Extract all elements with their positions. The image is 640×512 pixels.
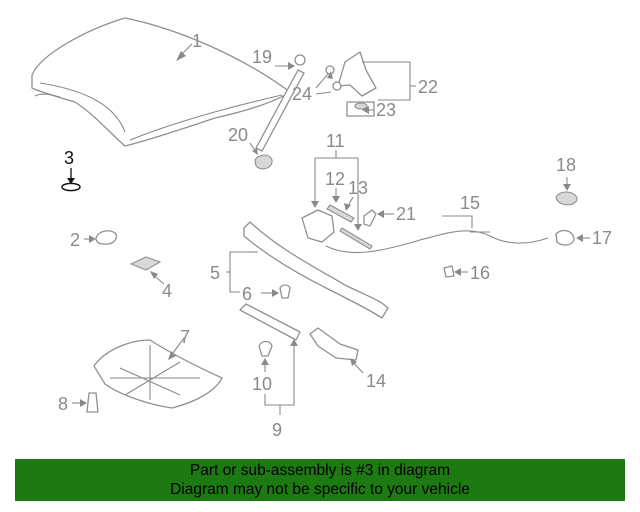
callout-22: 22 [418,77,438,97]
callout-4: 4 [162,281,172,301]
callout-16: 16 [470,263,490,283]
callout-18: 18 [556,155,576,175]
exploded-parts-diagram: 1 3 2 4 7 8 19 [31,17,612,440]
part-15-cable [325,230,549,254]
banner-line-part: Part or sub-assembly is #3 in diagram [189,462,451,479]
callout-20: 20 [228,125,248,145]
callout-3: 3 [64,148,74,168]
part-12-spring [326,204,355,223]
callout-17: 17 [592,228,612,248]
part-14-latch-support [309,327,359,361]
part-19-strut [255,69,305,152]
callout-6: 6 [242,284,252,304]
part-22-hinge [337,51,377,97]
part-17-handle [555,229,575,246]
callout-1: 1 [192,31,202,51]
part-3-grommet [61,182,81,192]
callout-15: 15 [460,193,480,213]
callout-10: 10 [252,374,272,394]
part-10-clip [258,340,273,357]
callout-19: 19 [252,47,272,67]
part-7-insulator [93,339,223,409]
callout-12: 12 [325,169,345,189]
part-9-seal [239,303,301,341]
part-4-pad [129,256,162,271]
callout-8: 8 [58,394,68,414]
callout-2: 2 [70,230,80,250]
part-5-support [243,221,389,319]
callout-21: 21 [396,204,416,224]
callout-13: 13 [348,178,368,198]
part-16-clip [443,265,455,278]
callout-14: 14 [366,371,386,391]
part-21-clip [363,209,377,227]
part-2-bumper [95,230,118,245]
callout-7: 7 [180,327,190,347]
part-13-spring [339,227,373,250]
part-8-clip [86,392,99,413]
part-18-cap [555,191,578,206]
banner-line-disclaimer: Diagram may not be specific to your vehi… [170,481,470,498]
callout-23: 23 [376,100,396,120]
callout-24: 24 [292,84,312,104]
info-banner: Part or sub-assembly is #3 in diagram Di… [15,459,625,501]
callout-11: 11 [326,131,345,151]
callout-5: 5 [210,263,220,283]
part-6-clip [279,284,291,299]
hood-panel [31,17,291,147]
part-20-mount [254,154,273,170]
callout-9: 9 [272,420,282,440]
part-11-latch [301,209,335,243]
